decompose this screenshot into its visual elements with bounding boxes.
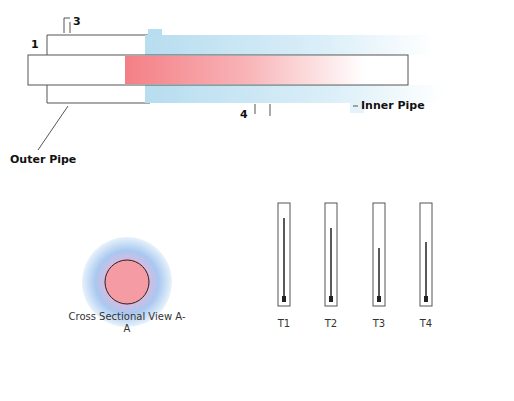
callout-number: 4 <box>240 108 248 121</box>
thermometer-label: T3 <box>373 318 385 330</box>
thermometer <box>278 203 290 306</box>
hot-flow <box>125 56 365 84</box>
leader-line <box>353 106 358 107</box>
annulus-flow <box>145 35 435 55</box>
inner-pipe <box>28 55 408 85</box>
thermometer-label: T1 <box>278 318 290 330</box>
part-label: Outer Pipe <box>10 153 76 166</box>
part-label: Inner Pipe <box>361 99 425 112</box>
callout-number: 1 <box>31 38 39 51</box>
thermometer-label: T4 <box>420 318 432 330</box>
thermometer <box>373 203 385 306</box>
thermometer-label: T2 <box>325 318 337 330</box>
callout-number: 3 <box>73 15 81 28</box>
cross-section-inner <box>105 260 149 304</box>
thermometer <box>325 203 337 306</box>
view-caption: Cross Sectional View A-A <box>67 311 187 335</box>
leader-line <box>38 106 68 150</box>
annulus-port <box>148 29 162 37</box>
thermometer <box>420 203 432 306</box>
